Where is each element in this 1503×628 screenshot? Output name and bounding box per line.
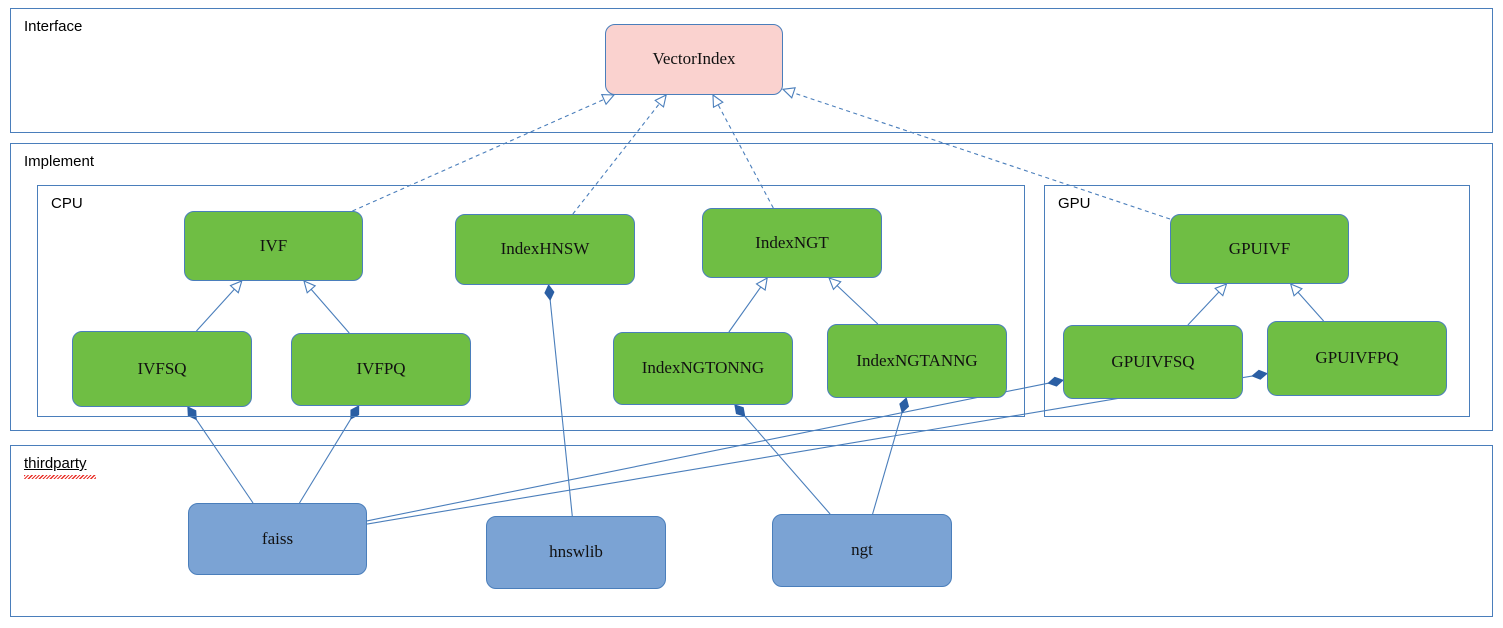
- arrowhead-hollow-triangle-icon-ivfpq-ivf: [303, 280, 317, 294]
- arrowhead-filled-diamond-icon-ngt-indexngtanng: [899, 397, 910, 414]
- arrowhead-filled-diamond-icon-faiss-ivfpq: [350, 405, 360, 420]
- edge-ivf-to-vectorindex: [352, 98, 605, 212]
- class-node-ivfpq[interactable]: IVFPQ: [291, 333, 471, 406]
- class-node-gpuivfsq[interactable]: GPUIVFSQ: [1063, 325, 1243, 399]
- panel-thirdparty: [10, 445, 1493, 617]
- arrowhead-hollow-triangle-icon-gpuivf-vectorindex: [781, 87, 796, 99]
- panel-label-gpu: GPU: [1058, 195, 1091, 212]
- arrowhead-filled-diamond-icon-hnswlib-indexhnsw: [544, 284, 555, 301]
- edge-gpuivfpq-to-gpuivf: [1297, 291, 1325, 322]
- class-node-indexngtanng[interactable]: IndexNGTANNG: [827, 324, 1007, 398]
- spellcheck-underline-icon: [24, 475, 96, 479]
- arrowhead-hollow-triangle-icon-indexngtonng-indexngt: [755, 276, 768, 291]
- edge-gpuivf-to-vectorindex: [792, 92, 1171, 220]
- arrowhead-hollow-triangle-icon-indexngtanng-indexngt: [828, 277, 842, 291]
- class-node-indexhnsw[interactable]: IndexHNSW: [455, 214, 635, 285]
- panel-cpu: [37, 185, 1025, 417]
- class-node-hnswlib[interactable]: hnswlib: [486, 516, 666, 589]
- edge-indexngt-to-vectorindex: [717, 104, 774, 209]
- edge-faiss-to-ivfsq: [195, 418, 254, 504]
- arrowhead-hollow-triangle-icon-gpuivfpq-gpuivf: [1289, 283, 1303, 297]
- edge-indexngtanng-to-indexngt: [836, 284, 879, 325]
- class-node-faiss[interactable]: faiss: [188, 503, 367, 575]
- arrowhead-hollow-triangle-icon-ivf-vectorindex: [600, 94, 616, 106]
- class-node-indexngtonng[interactable]: IndexNGTONNG: [613, 332, 793, 405]
- arrowhead-hollow-triangle-icon-indexhnsw-vectorindex: [654, 93, 667, 108]
- arrowhead-filled-diamond-icon-faiss-gpuivfsq: [1047, 376, 1064, 387]
- arrowhead-filled-diamond-icon-faiss-gpuivfpq: [1251, 369, 1268, 380]
- class-node-ngt[interactable]: ngt: [772, 514, 952, 587]
- panel-gpu: [1044, 185, 1470, 417]
- edge-ngt-to-indexngtanng: [872, 411, 903, 515]
- panel-label-thirdparty: thirdparty: [24, 455, 87, 472]
- arrowhead-hollow-triangle-icon-ivfsq-ivf: [229, 280, 243, 294]
- panel-label-cpu: CPU: [51, 195, 83, 212]
- class-node-indexngt[interactable]: IndexNGT: [702, 208, 882, 278]
- edge-gpuivfsq-to-gpuivf: [1187, 291, 1220, 326]
- edge-ivfpq-to-ivf: [310, 288, 350, 334]
- edge-indexngtonng-to-indexngt: [728, 286, 762, 333]
- edge-faiss-to-gpuivfpq: [366, 375, 1253, 525]
- edge-indexhnsw-to-vectorindex: [572, 102, 661, 215]
- edge-faiss-to-ivfpq: [299, 418, 352, 504]
- edge-hnswlib-to-indexhnsw: [549, 299, 573, 517]
- class-node-vectorindex[interactable]: VectorIndex: [605, 24, 783, 95]
- panel-label-interface: Interface: [24, 18, 83, 35]
- class-node-gpuivfpq[interactable]: GPUIVFPQ: [1267, 321, 1447, 396]
- class-node-ivf[interactable]: IVF: [184, 211, 363, 281]
- class-node-gpuivf[interactable]: GPUIVF: [1170, 214, 1349, 284]
- edge-faiss-to-gpuivfsq: [366, 382, 1049, 522]
- panel-label-implement: Implement: [24, 153, 95, 170]
- arrowhead-hollow-triangle-icon-indexngt-vectorindex: [712, 93, 724, 109]
- edge-ivfsq-to-ivf: [196, 288, 236, 332]
- class-node-ivfsq[interactable]: IVFSQ: [72, 331, 252, 407]
- panel-interface: [10, 8, 1493, 133]
- panel-implement: [10, 143, 1493, 431]
- edge-ngt-to-indexngtonng: [743, 415, 831, 515]
- arrowhead-hollow-triangle-icon-gpuivfsq-gpuivf: [1214, 283, 1228, 297]
